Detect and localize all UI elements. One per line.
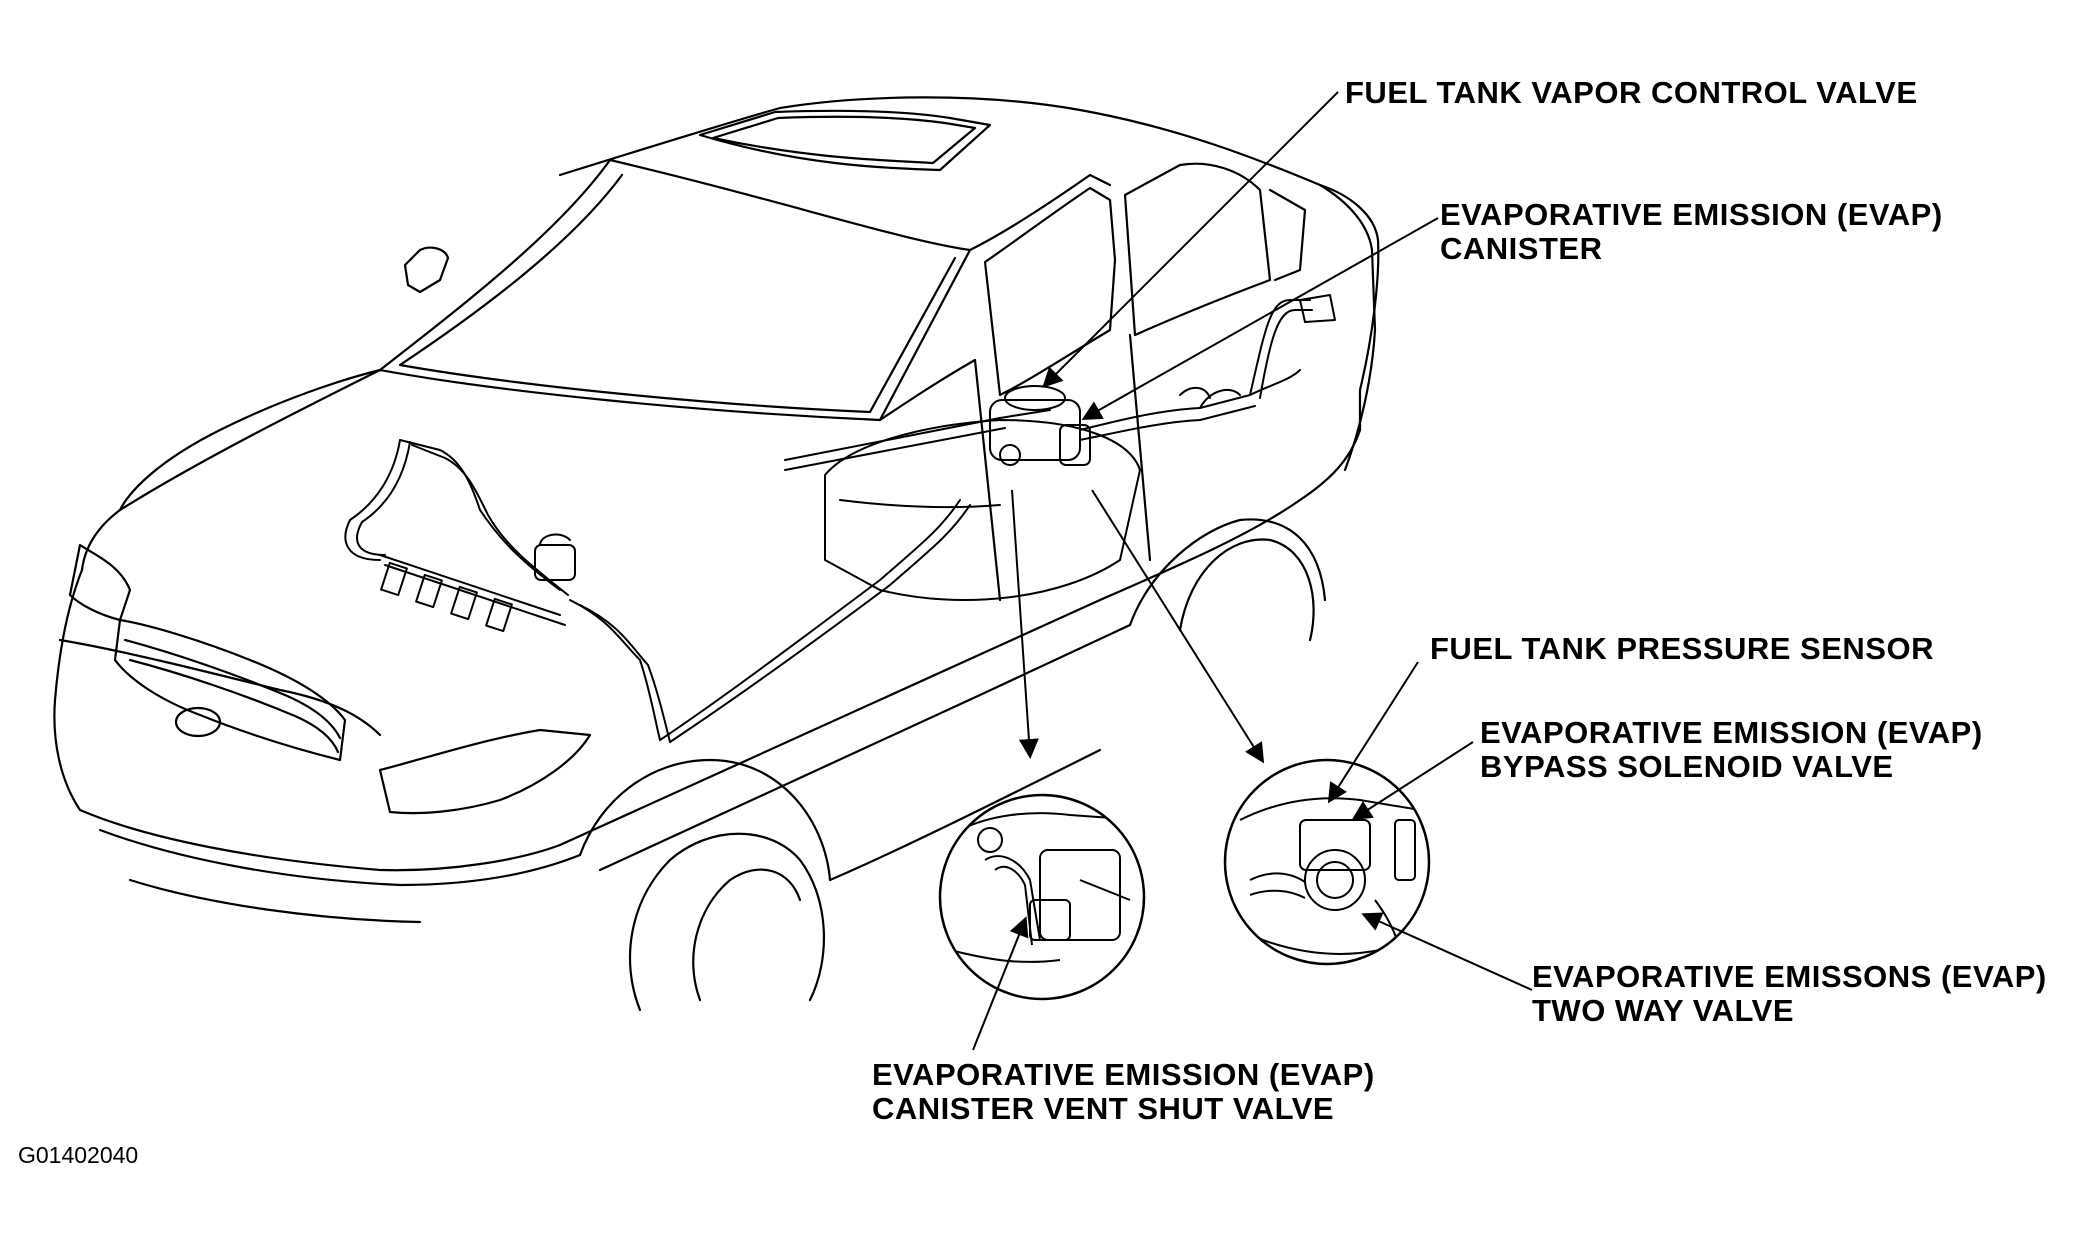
front-wheel xyxy=(628,832,826,1012)
front-side-window xyxy=(983,186,1117,397)
fuel-injector-rail xyxy=(379,554,561,616)
left-headlight xyxy=(68,543,132,622)
car-body xyxy=(53,96,1380,1012)
leader-vapor-control-valve xyxy=(1042,91,1339,388)
side-mirror xyxy=(403,246,450,294)
windshield xyxy=(378,158,972,422)
evap-hoses xyxy=(344,294,1336,743)
figure-id: G01402040 xyxy=(18,1142,139,1168)
label-evap-two-way-valve: EVAPORATIVE EMISSONS (EVAP) TWO WAY VALV… xyxy=(1532,959,2047,1028)
leader-lines xyxy=(972,91,1533,1051)
leader-bypass-solenoid xyxy=(1351,741,1474,821)
right-headlight xyxy=(378,728,592,815)
front-bumper xyxy=(53,568,562,872)
car-roof-outline xyxy=(558,96,1380,392)
grille xyxy=(113,618,347,762)
leader-two-way-valve xyxy=(1361,912,1533,991)
label-fuel-tank-pressure-sensor: FUEL TANK PRESSURE SENSOR xyxy=(1430,631,1934,666)
rear-wheel xyxy=(1178,538,1315,642)
leader-vent-shut-valve xyxy=(972,916,1029,1051)
leader-to-vent-detail xyxy=(1011,489,1039,759)
front-wheel-arch xyxy=(578,758,832,882)
label-evap-canister-vent-shut-valve: EVAPORATIVE EMISSION (EVAP) CANISTER VEN… xyxy=(872,1057,1375,1126)
leader-evap-canister xyxy=(1081,217,1439,420)
label-evap-bypass-solenoid-valve: EVAPORATIVE EMISSION (EVAP) BYPASS SOLEN… xyxy=(1480,715,1983,784)
rear-side-window xyxy=(1123,162,1272,337)
detail-circle-vent-shut-valve xyxy=(938,793,1146,1001)
label-evap-canister: EVAPORATIVE EMISSION (EVAP) CANISTER xyxy=(1440,197,1943,266)
filler-neck xyxy=(1299,294,1336,323)
sunroof xyxy=(698,109,992,172)
rear-wheel-arch xyxy=(1128,518,1327,627)
fuel-injectors xyxy=(380,561,513,633)
leader-pressure-sensor xyxy=(1327,661,1419,804)
leader-to-two-way-detail xyxy=(1091,489,1265,764)
hood xyxy=(80,368,382,572)
fuel-tank xyxy=(824,419,1141,601)
label-fuel-tank-vapor-control-valve: FUEL TANK VAPOR CONTROL VALVE xyxy=(1345,75,1918,110)
honda-emblem xyxy=(174,706,222,738)
body-side-line xyxy=(558,498,1302,847)
